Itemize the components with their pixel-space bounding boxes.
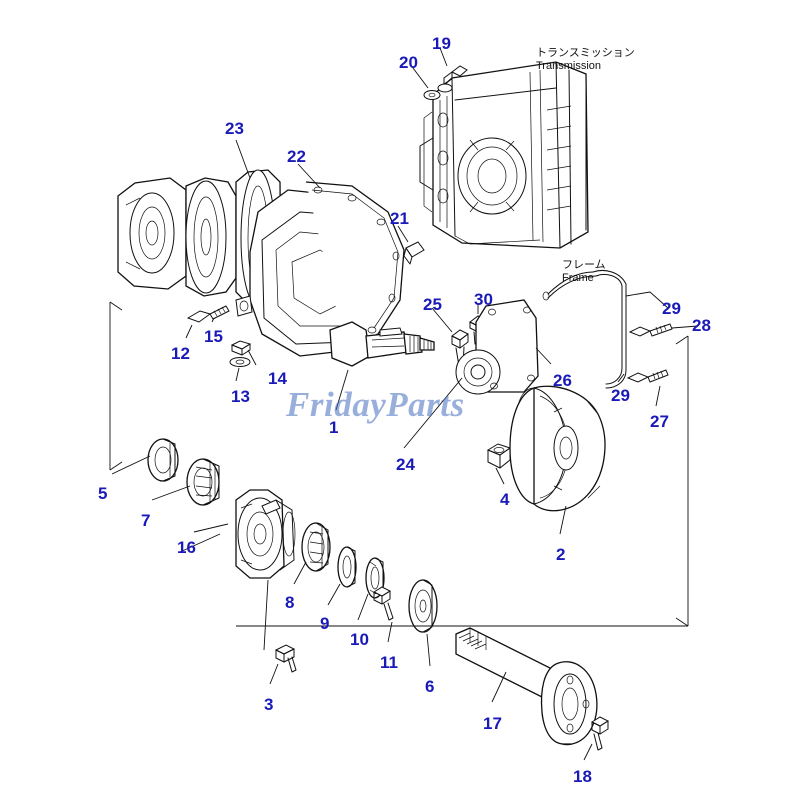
part-19-20-fastener [409, 47, 468, 100]
transmission-housing [419, 61, 589, 249]
callout-17: 17 [483, 714, 502, 733]
part-11-bolt [372, 586, 394, 643]
frame-rod-and-bolts [542, 270, 699, 407]
part-16-wheel-hub [193, 489, 296, 579]
callout-24: 24 [396, 455, 415, 474]
callout-10: 10 [350, 630, 369, 649]
part-9-10-washers [327, 546, 385, 621]
callout-23: 23 [225, 119, 244, 138]
annotation-frame-en: Frame [562, 271, 594, 284]
part-2-brake-drum [509, 385, 606, 535]
part-13-14-washer-nut [229, 340, 257, 382]
callout-28: 28 [692, 316, 711, 335]
part-8-bearing [293, 522, 331, 585]
callout-5: 5 [98, 484, 108, 503]
callout-26: 26 [553, 371, 572, 390]
annotation-frame: フレーム Frame [562, 258, 606, 286]
annotation-frame-jp: フレーム [562, 258, 606, 271]
callout-22: 22 [287, 147, 306, 166]
part-12-15-bolt [185, 305, 230, 339]
callout-20: 20 [399, 53, 418, 72]
axle-housing-assembly [117, 169, 435, 367]
part-18-bolt [583, 716, 610, 761]
part-3-stud [263, 579, 297, 685]
callout-29-bottom: 29 [611, 386, 630, 405]
group-bracket-left [109, 301, 123, 471]
callout-8: 8 [285, 593, 295, 612]
callout-30: 30 [474, 290, 493, 309]
annotation-transmission-en: Transmission [536, 59, 601, 72]
annotation-transmission-jp: トランスミッション [536, 46, 635, 59]
callout-14: 14 [268, 369, 287, 388]
callout-11: 11 [380, 653, 398, 672]
group-bracket-right [675, 335, 689, 627]
callout-1: 1 [329, 418, 339, 437]
annotation-transmission: トランスミッション Transmission [536, 46, 635, 74]
callout-12: 12 [171, 344, 190, 363]
part-26-backing-plate [403, 299, 552, 449]
callout-27: 27 [650, 412, 669, 431]
callout-6: 6 [425, 677, 435, 696]
callout-21: 21 [390, 209, 409, 228]
part-5-oil-seal [111, 438, 179, 482]
callout-4: 4 [500, 490, 510, 509]
part-7-bearing [151, 458, 220, 506]
callout-15: 15 [204, 327, 223, 346]
callout-16: 16 [177, 538, 196, 557]
callout-7: 7 [141, 511, 151, 530]
part-4-nut [486, 443, 512, 485]
callout-18: 18 [573, 767, 592, 786]
part-6-washer-plate [408, 579, 438, 667]
callout-19: 19 [432, 34, 451, 53]
leader-lines [179, 139, 349, 553]
callout-13: 13 [231, 387, 250, 406]
part-17-axle-shaft [455, 627, 598, 746]
callout-3: 3 [264, 695, 274, 714]
callout-29-top: 29 [662, 299, 681, 318]
part-21-pin [397, 225, 425, 265]
callout-9: 9 [320, 614, 330, 633]
callout-2: 2 [556, 545, 566, 564]
callout-25: 25 [423, 295, 442, 314]
